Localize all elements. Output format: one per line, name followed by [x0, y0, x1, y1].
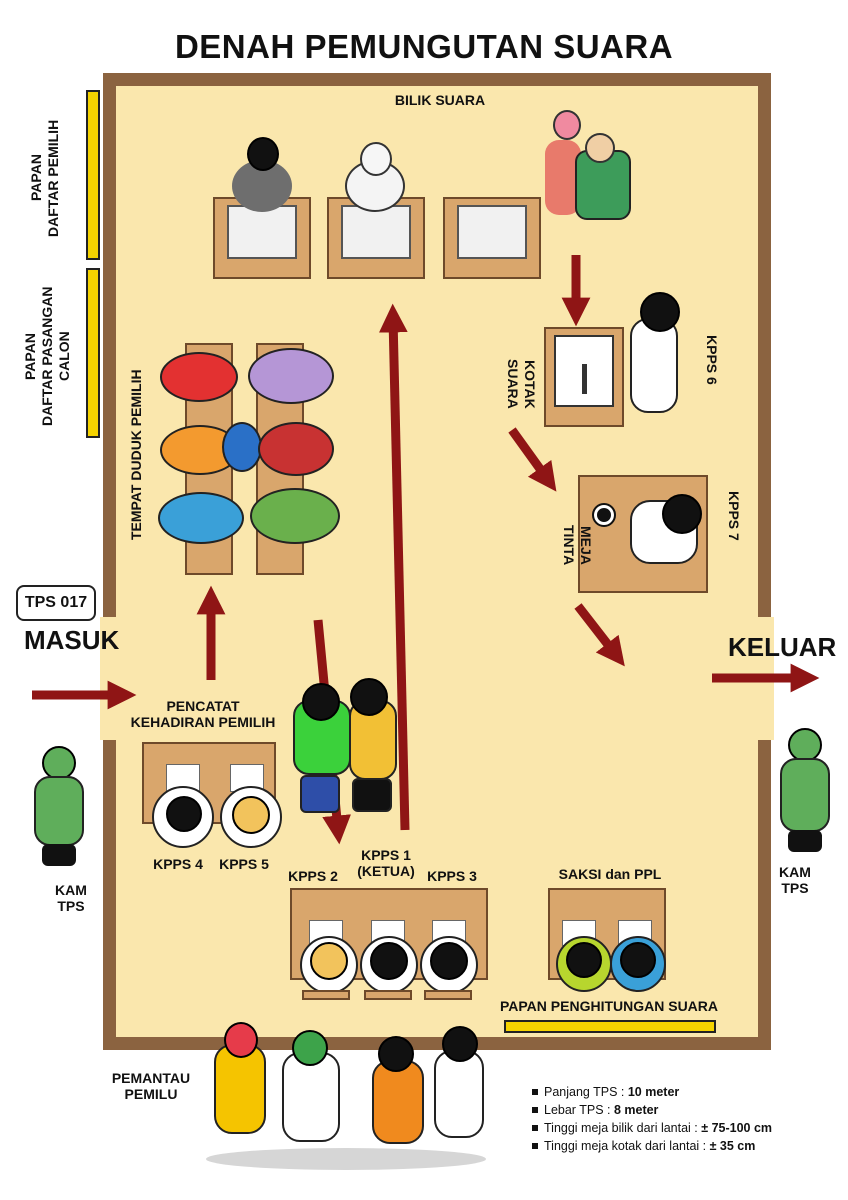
chair: [364, 990, 412, 1000]
ppl-head: [620, 942, 656, 978]
note-item: Tinggi meja bilik dari lantai : ± 75-100…: [532, 1119, 772, 1137]
ballot-box-table: [544, 327, 624, 427]
exit-label: KELUAR: [728, 632, 837, 662]
vote-count-board-label: PAPAN PENGHITUNGAN SUARA: [499, 998, 719, 1014]
arrow-to-exit-area: [574, 603, 625, 667]
observer-head: [292, 1030, 328, 1066]
seated-voter: [158, 492, 244, 544]
seated-voter: [250, 488, 340, 544]
security-guard-left: [30, 746, 86, 866]
chair: [302, 990, 350, 1000]
voter-list-board: [86, 90, 100, 260]
seated-voter: [258, 422, 334, 476]
voting-booth: [443, 197, 541, 279]
kpps6-head: [640, 292, 680, 332]
elderly-voter-head: [585, 133, 615, 163]
witness-head: [566, 942, 602, 978]
chair: [424, 990, 472, 1000]
kpps3-label: KPPS 3: [427, 868, 477, 884]
observers-shadow: [206, 1148, 486, 1170]
kpps6-label: KPPS 6: [704, 335, 720, 385]
note-item: Tinggi meja kotak dari lantai : ± 35 cm: [532, 1137, 772, 1155]
observer: [282, 1052, 340, 1142]
kpps5-head: [232, 796, 270, 834]
voting-booth: [327, 197, 425, 279]
blind-voter-head: [302, 683, 340, 721]
kpps7-label: KPPS 7: [726, 491, 742, 541]
observer: [434, 1050, 484, 1138]
observer: [372, 1060, 424, 1144]
observer-head: [224, 1022, 258, 1058]
observer-head: [442, 1026, 478, 1062]
tps-dimension-notes: Panjang TPS : 10 meter Lebar TPS : 8 met…: [532, 1083, 772, 1155]
seated-voter: [160, 352, 238, 402]
security-guard-right: [778, 728, 834, 853]
seated-voter: [248, 348, 334, 404]
kpps3-head: [430, 942, 468, 980]
kpps5-label: KPPS 5: [219, 856, 269, 872]
kpps2-label: KPPS 2: [288, 868, 338, 884]
companion-voter-head: [350, 678, 388, 716]
kpps2-head: [310, 942, 348, 980]
entrance-label: MASUK: [24, 625, 120, 655]
blind-voter-legs: [300, 775, 340, 813]
voter-hijab-head: [360, 142, 392, 176]
companion-legs: [352, 778, 392, 812]
voter-head: [247, 137, 279, 171]
helper-head: [553, 110, 581, 140]
kpps1-head: [370, 942, 408, 980]
kpps1-label: KPPS 1(KETUA): [357, 847, 415, 879]
ink-bottle: [592, 503, 616, 527]
page-title: DENAH PEMUNGUTAN SUARA: [174, 28, 674, 65]
kpps4-label: KPPS 4: [153, 856, 203, 872]
candidate-list-board: [86, 268, 100, 438]
voting-booth-label: BILIK SUARA: [394, 92, 486, 108]
observer-head: [378, 1036, 414, 1072]
observer: [214, 1044, 266, 1134]
note-item: Panjang TPS : 10 meter: [532, 1083, 772, 1101]
kpps4-head: [166, 796, 202, 832]
arrow-to-booth: [378, 303, 410, 831]
witness-label: SAKSI dan PPL: [558, 866, 662, 882]
note-item: Lebar TPS : 8 meter: [532, 1101, 772, 1119]
arrow-to-ink: [508, 427, 557, 492]
tps-number-badge: TPS 017: [16, 585, 96, 621]
vote-count-board: [504, 1020, 716, 1033]
kpps7-head: [662, 494, 702, 534]
